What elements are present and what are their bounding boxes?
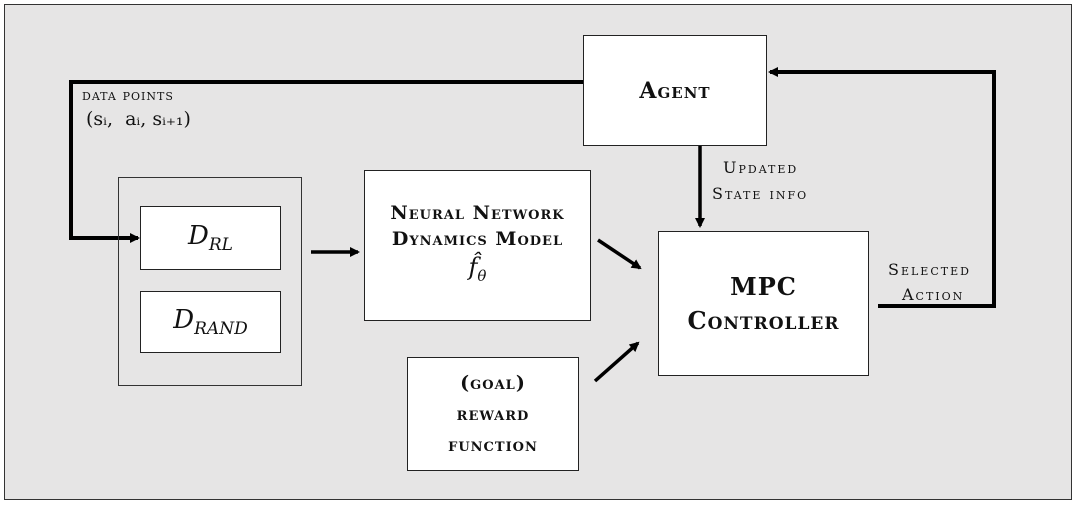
dataset-container xyxy=(118,177,302,386)
dataset-rl-box: DRL xyxy=(140,206,281,270)
nn-line2: Dynamics Model xyxy=(391,228,564,251)
data-points-arrow xyxy=(69,80,583,243)
data-points-label: data points xyxy=(82,86,174,104)
reward-to-mpc-arrow xyxy=(593,341,640,383)
nn-symbol: f̂θ xyxy=(468,253,487,285)
mpc-controller-box: MPC Controller xyxy=(658,231,869,376)
reward-line1: (goal) xyxy=(460,371,526,394)
mpc-line2: Controller xyxy=(687,305,840,335)
nn-line1: Neural Network xyxy=(390,202,565,225)
selected-action-line1: Selected xyxy=(888,260,971,279)
reward-line3: function xyxy=(448,433,538,456)
mpc-line1: MPC xyxy=(730,271,797,301)
neural-network-box: Neural Network Dynamics Model f̂θ xyxy=(364,170,591,321)
selected-action-line2: Action xyxy=(902,285,965,304)
data-points-tuple: (sᵢ, aᵢ, sᵢ₊₁) xyxy=(86,108,191,130)
model-to-mpc-arrow xyxy=(597,238,642,270)
updated-state-line1: Updated xyxy=(723,158,799,177)
agent-label: Agent xyxy=(639,77,711,104)
agent-box: Agent xyxy=(583,35,767,146)
dataset-rl-label: DRL xyxy=(188,220,233,256)
reward-line2: reward xyxy=(456,402,530,425)
dataset-rand-box: DRAND xyxy=(140,291,281,353)
selected-action-arrow xyxy=(768,67,996,308)
updated-state-line2: State info xyxy=(712,184,809,203)
reward-function-box: (goal) reward function xyxy=(407,357,579,471)
dataset-rand-label: DRAND xyxy=(173,304,248,340)
